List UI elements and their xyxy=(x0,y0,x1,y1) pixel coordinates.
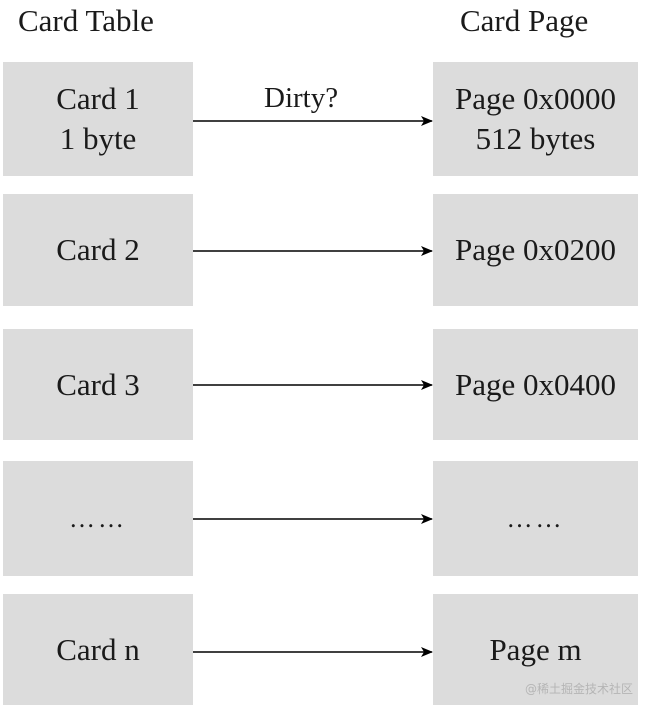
page-0x0200-label: Page 0x0200 xyxy=(454,232,616,267)
card-ellipsis-box: …… xyxy=(3,461,193,576)
card-1-label: Card 1 xyxy=(56,81,140,116)
card-3-box: Card 3 xyxy=(3,329,193,440)
page-0x0000-size: 512 bytes xyxy=(475,121,596,156)
page-0x0400-label: Page 0x0400 xyxy=(454,366,616,402)
card-page-heading: Card Page xyxy=(460,3,589,38)
card-n-label: Card n xyxy=(56,631,140,667)
card-3-label: Card 3 xyxy=(56,366,140,402)
card-2-label: Card 2 xyxy=(56,232,140,267)
page-0x0400-box: Page 0x0400 xyxy=(433,329,638,440)
page-ellipsis-box: …… xyxy=(433,461,638,576)
page-0x0000-box: Page 0x0000 512 bytes xyxy=(433,62,638,176)
page-0x0000-label: Page 0x0000 xyxy=(454,81,616,116)
page-0x0200-box: Page 0x0200 xyxy=(433,194,638,306)
watermark: @稀土掘金技术社区 xyxy=(524,682,633,696)
dirty-edge-label: Dirty? xyxy=(264,82,339,114)
card-2-box: Card 2 xyxy=(3,194,193,306)
page-m-box: Page m xyxy=(433,594,638,705)
card-ellipsis-label: …… xyxy=(69,503,127,533)
card-table-heading: Card Table xyxy=(18,3,154,38)
card-1-size: 1 byte xyxy=(59,121,137,156)
card-n-box: Card n xyxy=(3,594,193,705)
page-m-label: Page m xyxy=(489,631,582,667)
card-1-box: Card 1 1 byte xyxy=(3,62,193,176)
page-ellipsis-label: …… xyxy=(506,503,565,533)
